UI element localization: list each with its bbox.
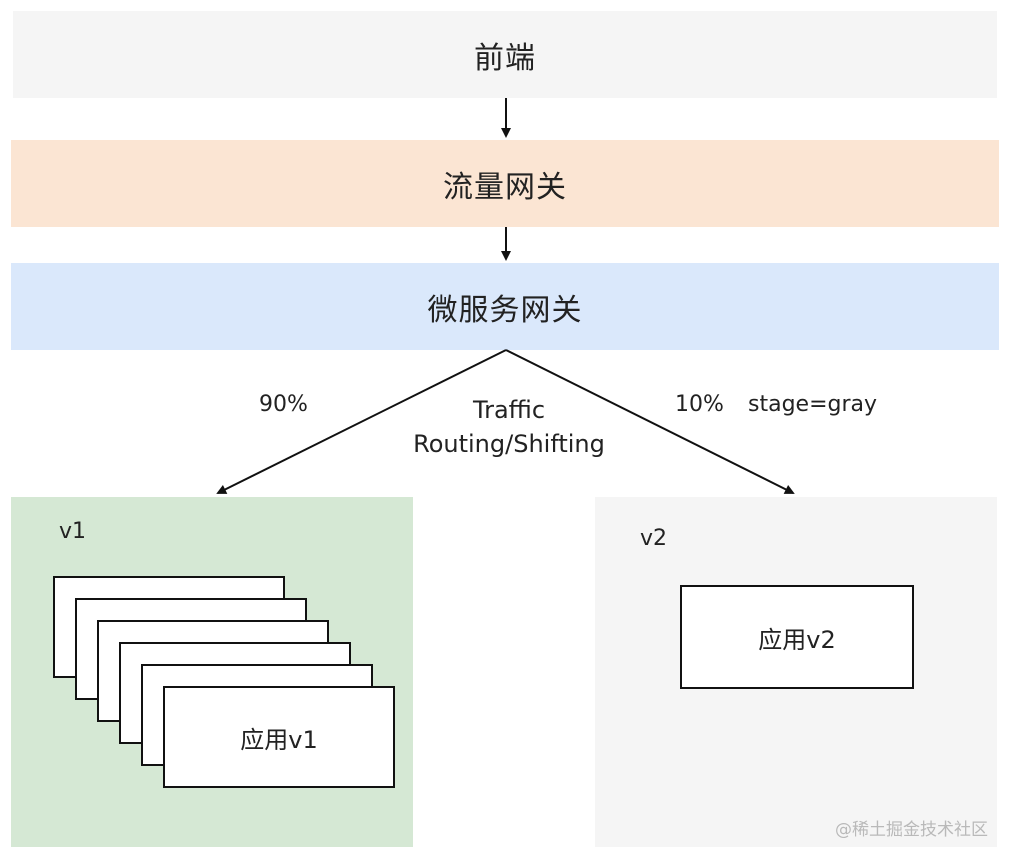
v2-app-label: 应用v2 [758, 625, 836, 654]
traffic-gateway-label: 流量网关 [443, 169, 567, 205]
v2-routing-tag: stage=gray [748, 392, 878, 417]
frontend-layer: 前端 [13, 11, 997, 98]
v1-label: v1 [59, 519, 87, 544]
traffic-gateway-layer: 流量网关 [11, 140, 999, 227]
arrow-micro-to-v2 [505, 349, 795, 494]
watermark: @稀土掘金技术社区 [835, 820, 988, 840]
v1-app-box: 应用v1 [163, 686, 395, 788]
frontend-label: 前端 [474, 40, 536, 76]
v1-app-label: 应用v1 [240, 725, 318, 754]
v2-app-box: 应用v2 [680, 585, 914, 689]
v2-label: v2 [640, 526, 668, 551]
microservice-gateway-label: 微服务网关 [427, 292, 583, 328]
v1-traffic-percent: 90% [259, 392, 308, 417]
arrow-micro-to-v1 [216, 349, 507, 494]
microservice-gateway-layer: 微服务网关 [11, 263, 999, 350]
routing-title: Traffic Routing/Shifting [413, 396, 605, 458]
v2-traffic-percent: 10% [675, 392, 724, 417]
